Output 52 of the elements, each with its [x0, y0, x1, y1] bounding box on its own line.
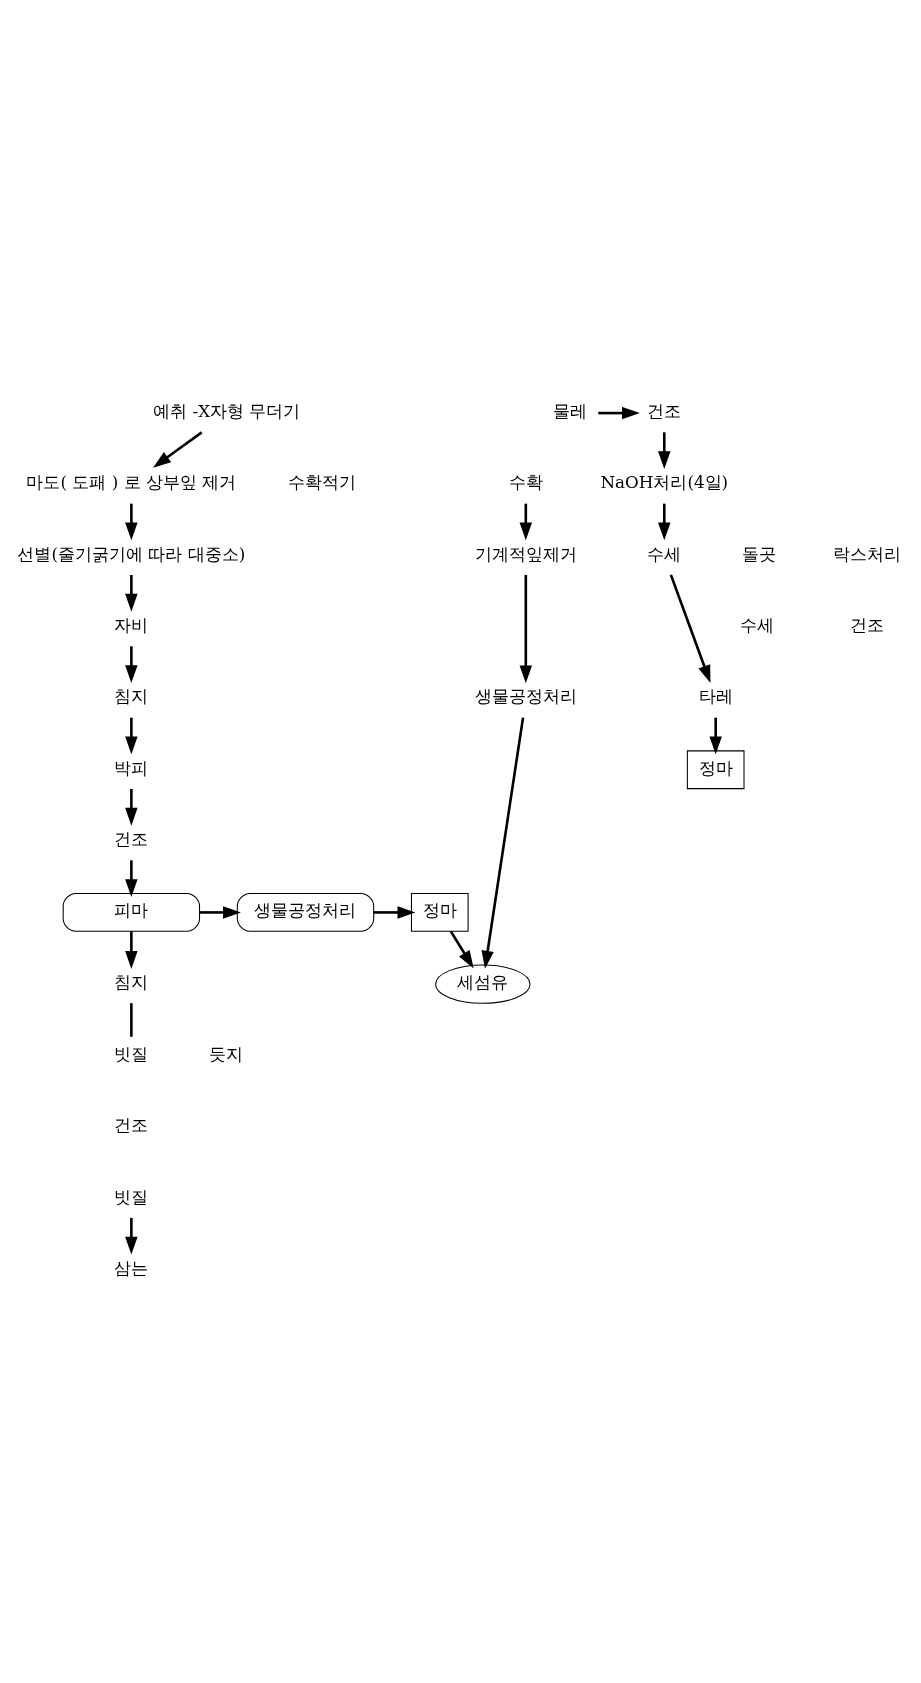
arrow	[519, 574, 533, 684]
arrow	[658, 432, 671, 470]
node-text: 마도( 도패 ) 로 상부잎 제거	[26, 472, 237, 493]
node-text: 침지	[114, 972, 149, 993]
node-text: 박피	[114, 757, 149, 778]
node-box: 정마	[410, 893, 469, 932]
node-text: 예취 -X자형 무더기	[153, 401, 301, 422]
node-text: 빗질	[114, 1186, 149, 1207]
arrow	[669, 574, 711, 684]
node-text: 기계적잎제거	[474, 543, 577, 564]
arrow	[125, 789, 138, 826]
arrow	[709, 717, 722, 755]
arrow	[125, 575, 138, 612]
node-text: 빗질	[114, 1043, 149, 1064]
arrow	[125, 1217, 138, 1255]
arrow	[481, 717, 525, 969]
label: 건조	[849, 615, 884, 636]
arrow	[519, 503, 533, 541]
label: 수세	[739, 615, 774, 636]
arrow	[125, 503, 138, 541]
node-text: NaOH처리(4일)	[600, 472, 729, 493]
label: 락스처리	[832, 543, 901, 564]
node-text: 건조	[647, 401, 682, 422]
connector	[130, 1003, 133, 1037]
label: 듯지	[208, 1043, 243, 1064]
node-text: 선별(줄기굵기에 따라 대중소)	[17, 543, 246, 564]
arrow	[125, 931, 138, 969]
node-text: 자비	[114, 615, 149, 636]
node-text: 생물공정처리	[474, 686, 577, 707]
label: 건조	[114, 1115, 149, 1136]
node-text: 물레	[552, 401, 587, 422]
node-text: 건조	[114, 829, 149, 850]
arrow	[199, 906, 241, 919]
label: 수확적기	[288, 472, 357, 493]
arrow	[125, 860, 138, 898]
node-box: 생물공정처리	[236, 893, 375, 932]
node-text: 수세	[647, 543, 682, 564]
node-text: 삼는	[114, 1257, 149, 1278]
arrow	[125, 646, 138, 684]
arrow	[373, 906, 416, 919]
node-ellipse: 세섬유	[435, 964, 531, 1004]
arrow	[153, 431, 203, 468]
node-text: 타레	[698, 686, 733, 707]
arrow	[658, 503, 671, 541]
label: 돌곳	[741, 543, 776, 564]
arrow	[125, 717, 138, 755]
arrow	[449, 930, 474, 969]
node-text: 수확	[508, 472, 543, 493]
node-box: 피마	[62, 893, 201, 932]
arrow	[598, 406, 640, 420]
node-box: 정마	[686, 750, 745, 790]
node-text: 침지	[114, 686, 149, 707]
